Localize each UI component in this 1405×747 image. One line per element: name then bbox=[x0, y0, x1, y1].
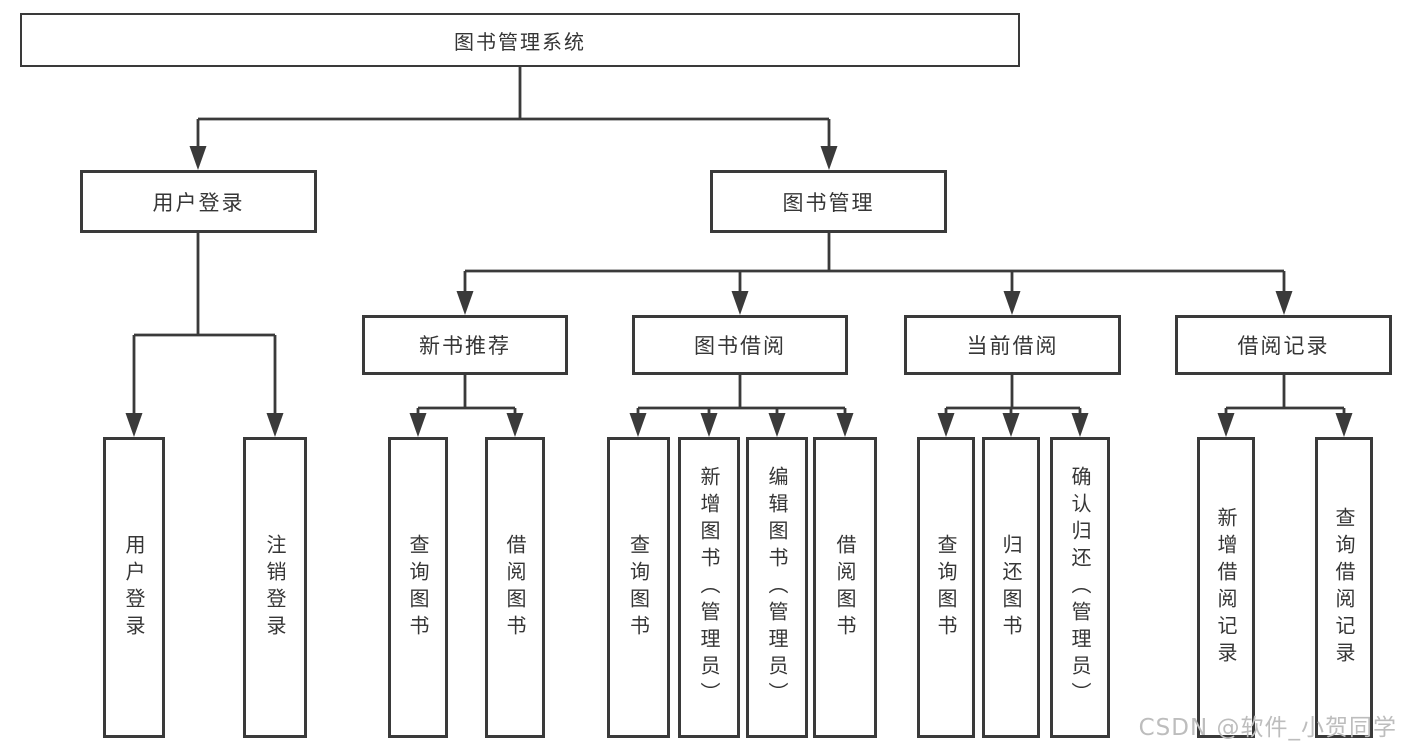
arrowhead-icon bbox=[768, 413, 786, 437]
connector-line bbox=[636, 375, 847, 419]
arrowhead-icon bbox=[731, 291, 749, 315]
node-library-system: 图书管理系统 bbox=[20, 13, 1020, 67]
arrowhead-icon bbox=[700, 413, 718, 437]
arrowhead-icon bbox=[820, 146, 838, 170]
node-current-borrow: 当前借阅 bbox=[904, 315, 1121, 375]
arrowhead-icon bbox=[937, 413, 955, 437]
node-borrow-books-borrow: 借阅图书 bbox=[813, 437, 877, 738]
arrowhead-icon bbox=[629, 413, 647, 437]
arrowhead-icon bbox=[1002, 413, 1020, 437]
connector-line bbox=[463, 233, 1286, 297]
connector-line bbox=[1224, 375, 1346, 419]
node-user-login-action: 用户登录 bbox=[103, 437, 165, 738]
connector-line bbox=[132, 233, 277, 419]
arrowhead-icon bbox=[506, 413, 524, 437]
node-borrow-books-recommend: 借阅图书 bbox=[485, 437, 545, 738]
node-add-books-admin: 新增图书（管理员） bbox=[678, 437, 740, 738]
arrowhead-icon bbox=[1003, 291, 1021, 315]
node-user-login: 用户登录 bbox=[80, 170, 317, 233]
arrowhead-icon bbox=[266, 413, 284, 437]
connector-line bbox=[944, 375, 1082, 419]
node-query-books-current: 查询图书 bbox=[917, 437, 975, 738]
arrowhead-icon bbox=[1071, 413, 1089, 437]
connector-line bbox=[416, 375, 517, 419]
node-logout-action: 注销登录 bbox=[243, 437, 307, 738]
connector-line bbox=[196, 67, 831, 152]
node-query-books-recommend: 查询图书 bbox=[388, 437, 448, 738]
node-query-books-borrow: 查询图书 bbox=[607, 437, 670, 738]
csdn-watermark: CSDN @软件_小贺同学 bbox=[1138, 715, 1397, 741]
node-borrow-records: 借阅记录 bbox=[1175, 315, 1392, 375]
arrowhead-icon bbox=[836, 413, 854, 437]
node-return-books: 归还图书 bbox=[982, 437, 1040, 738]
node-book-management: 图书管理 bbox=[710, 170, 947, 233]
arrowhead-icon bbox=[1217, 413, 1235, 437]
arrowhead-icon bbox=[456, 291, 474, 315]
node-book-borrow: 图书借阅 bbox=[632, 315, 848, 375]
arrowhead-icon bbox=[189, 146, 207, 170]
node-confirm-return-admin: 确认归还（管理员） bbox=[1050, 437, 1110, 738]
arrowhead-icon bbox=[1335, 413, 1353, 437]
arrowhead-icon bbox=[1275, 291, 1293, 315]
node-new-book-recommend: 新书推荐 bbox=[362, 315, 568, 375]
arrowhead-icon bbox=[409, 413, 427, 437]
node-add-borrow-record: 新增借阅记录 bbox=[1197, 437, 1255, 738]
node-query-borrow-record: 查询借阅记录 bbox=[1315, 437, 1373, 738]
node-edit-books-admin: 编辑图书（管理员） bbox=[746, 437, 808, 738]
arrowhead-icon bbox=[125, 413, 143, 437]
